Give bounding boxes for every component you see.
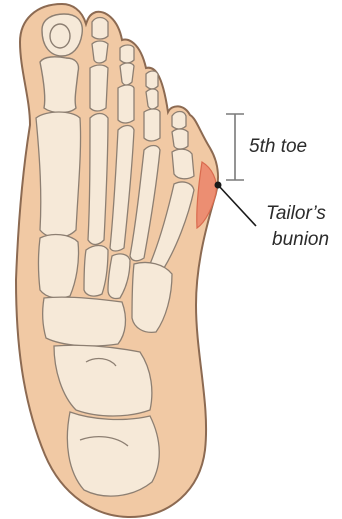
- bunion-pointer: [215, 182, 257, 227]
- label-5th-toe: 5th toe: [249, 136, 307, 157]
- toe-bracket: [226, 114, 244, 180]
- big-toe-bones: [40, 14, 82, 113]
- label-tailors: Tailor’s: [266, 203, 326, 224]
- label-bunion: bunion: [272, 229, 329, 250]
